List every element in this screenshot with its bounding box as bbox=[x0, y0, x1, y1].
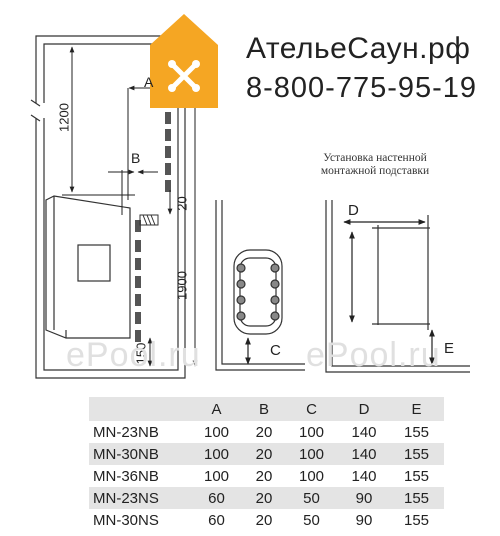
brand-name: АтельеСаун.рф bbox=[246, 32, 471, 65]
table-cell: 155 bbox=[403, 511, 430, 529]
table-cell: 90 bbox=[355, 511, 373, 529]
table-header-cell: D bbox=[358, 400, 370, 418]
bracket-view-d-e bbox=[325, 200, 470, 373]
table-cell: 100 bbox=[298, 445, 325, 463]
dimensions-table: A B C D E MN-23NB 100 20 100 140 155 MN-… bbox=[89, 397, 444, 531]
table-row: MN-23NS 60 20 50 90 155 bbox=[89, 487, 444, 509]
table-cell: 50 bbox=[303, 511, 320, 529]
model-cell: MN-30NB bbox=[93, 445, 159, 463]
table-row: MN-23NB 100 20 100 140 155 bbox=[89, 421, 444, 443]
table-cell: 90 bbox=[355, 489, 373, 507]
table-cell: 20 bbox=[255, 489, 273, 507]
table-header-cell: B bbox=[258, 400, 269, 418]
diagram-caption: Установка настенной монтажной подставки bbox=[300, 152, 450, 178]
dim-label-1200: 1200 bbox=[56, 103, 72, 132]
table-cell: 60 bbox=[208, 511, 225, 529]
table-header-cell bbox=[89, 397, 189, 421]
table-cell: 155 bbox=[403, 467, 430, 485]
table-cell: 140 bbox=[351, 445, 377, 463]
dim-label-d: D bbox=[348, 202, 359, 219]
dim-label-e: E bbox=[444, 340, 455, 357]
table-cell: 155 bbox=[403, 445, 430, 463]
table-header-cell: E bbox=[411, 400, 422, 418]
caption-line-2: монтажной подставки bbox=[320, 165, 430, 177]
dim-label-c: C bbox=[270, 342, 281, 359]
table-cell: 20 bbox=[255, 511, 273, 529]
dim-label-b: B bbox=[131, 150, 141, 166]
table-cell: 140 bbox=[351, 467, 377, 485]
room-walls bbox=[30, 35, 186, 379]
watermark-right: ePool.ru bbox=[306, 336, 441, 374]
table-cell: 100 bbox=[298, 423, 325, 441]
dim-label-1900: 1900 bbox=[174, 271, 190, 300]
dim-label-20: 20 bbox=[174, 196, 190, 211]
table-cell: 50 bbox=[303, 489, 320, 507]
dim-label-a: A bbox=[144, 74, 154, 90]
installation-diagram bbox=[30, 14, 470, 379]
table-cell: 140 bbox=[351, 423, 377, 441]
caption-line-1: Установка настенной bbox=[323, 152, 427, 164]
table-row: MN-30NS 60 20 50 90 155 bbox=[89, 509, 444, 531]
heater bbox=[45, 195, 131, 339]
table-cell: 155 bbox=[403, 489, 430, 507]
brand-phone: 8-800-775-95-19 bbox=[246, 72, 478, 104]
table-header-cell: A bbox=[211, 400, 222, 418]
table-cell: 60 bbox=[208, 489, 225, 507]
model-cell: MN-23NS bbox=[93, 489, 159, 507]
table-cell: 100 bbox=[298, 467, 325, 485]
table-row: MN-36NB 100 20 100 140 155 bbox=[89, 465, 444, 487]
table-cell: 20 bbox=[255, 467, 273, 485]
model-cell: MN-23NB bbox=[93, 423, 159, 441]
table-cell: 100 bbox=[203, 445, 230, 463]
watermark-left: ePool.ru bbox=[66, 336, 201, 374]
table-cell: 20 bbox=[255, 445, 273, 463]
table-row: MN-30NB 100 20 100 140 155 bbox=[89, 443, 444, 465]
model-cell: MN-36NB bbox=[93, 467, 159, 485]
table-header-cell: C bbox=[306, 400, 317, 418]
brand-logo-icon bbox=[150, 14, 218, 108]
model-cell: MN-30NS bbox=[93, 511, 159, 529]
table-header-row: A B C D E bbox=[89, 397, 444, 421]
side-view-c bbox=[215, 200, 305, 371]
table-cell: 100 bbox=[203, 467, 230, 485]
table-cell: 155 bbox=[403, 423, 430, 441]
table-cell: 20 bbox=[255, 423, 273, 441]
table-cell: 100 bbox=[203, 423, 230, 441]
